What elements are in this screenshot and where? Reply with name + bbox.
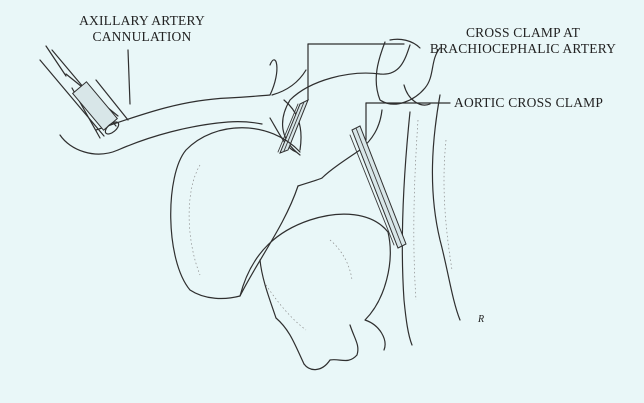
axillary-label-line2: CANNULATION [74, 29, 210, 45]
aortic-cross-clamp-label: AORTIC CROSS CLAMP [454, 95, 603, 111]
brachiocephalic-clamp-label: CROSS CLAMP AT BRACHIOCEPHALIC ARTERY [404, 25, 642, 57]
brachio-label-line1: CROSS CLAMP AT [404, 25, 642, 41]
descending-aorta [402, 85, 460, 345]
axillary-cannula [40, 46, 130, 138]
axillary-cannulation-label: AXILLARY ARTERY CANNULATION [74, 13, 210, 45]
brachiocephalic-clamp [278, 44, 404, 153]
axillary-label-line1: AXILLARY ARTERY [74, 13, 210, 29]
heart-outline [171, 128, 391, 370]
brachio-label-line2: BRACHIOCEPHALIC ARTERY [404, 41, 642, 57]
artist-signature: R [478, 312, 484, 328]
